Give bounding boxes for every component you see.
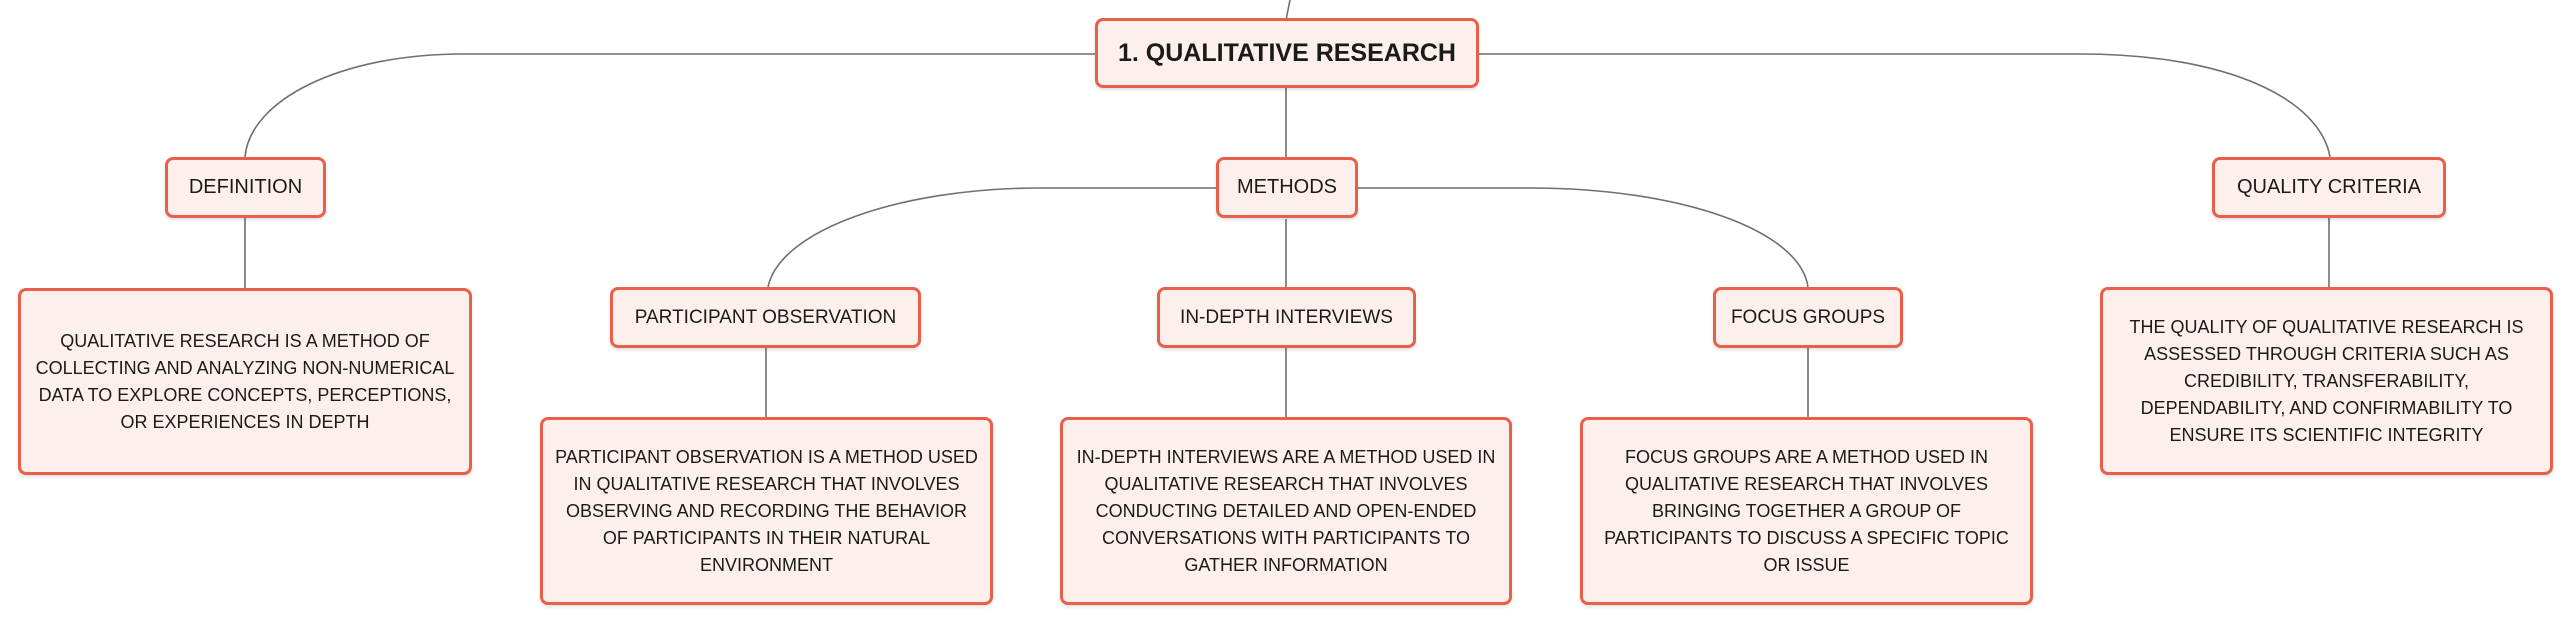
in-depth-interviews-text: IN-DEPTH INTERVIEWS ARE A METHOD USED IN… (1076, 446, 1496, 575)
definition-label: DEFINITION (188, 176, 303, 198)
connector-root-definition (244, 53, 1098, 158)
root-node[interactable]: 1. QUALITATIVE RESEARCH (1095, 18, 1479, 88)
in-depth-interviews-label: IN-DEPTH INTERVIEWS (1180, 306, 1393, 328)
focus-groups-text-node[interactable]: FOCUS GROUPS ARE A METHOD USED IN QUALIT… (1580, 417, 2033, 605)
focus-groups-node[interactable]: FOCUS GROUPS (1713, 287, 1903, 348)
connector-root-quality-criteria (1474, 53, 2331, 158)
quality-criteria-label: QUALITY CRITERIA (2236, 176, 2422, 198)
focus-groups-text: FOCUS GROUPS ARE A METHOD USED IN QUALIT… (1604, 446, 2009, 575)
connector-methods-focus-groups (1356, 187, 1809, 288)
connector-root-parent (1285, 0, 1291, 21)
in-depth-interviews-text-node[interactable]: IN-DEPTH INTERVIEWS ARE A METHOD USED IN… (1060, 417, 1512, 605)
participant-observation-label: PARTICIPANT OBSERVATION (634, 306, 897, 328)
definition-node[interactable]: DEFINITION (165, 157, 326, 218)
quality-criteria-node[interactable]: QUALITY CRITERIA (2212, 157, 2446, 218)
quality-criteria-text-node[interactable]: THE QUALITY OF QUALITATIVE RESEARCH IS A… (2100, 287, 2553, 475)
participant-observation-text: PARTICIPANT OBSERVATION IS A METHOD USED… (555, 446, 978, 575)
methods-node[interactable]: METHODS (1216, 157, 1358, 218)
participant-observation-node[interactable]: PARTICIPANT OBSERVATION (610, 287, 921, 348)
quality-criteria-text: THE QUALITY OF QUALITATIVE RESEARCH IS A… (2129, 316, 2524, 445)
definition-text-node[interactable]: QUALITATIVE RESEARCH IS A METHOD OF COLL… (18, 288, 472, 475)
methods-label: METHODS (1237, 176, 1337, 198)
participant-observation-text-node[interactable]: PARTICIPANT OBSERVATION IS A METHOD USED… (540, 417, 993, 605)
focus-groups-label: FOCUS GROUPS (1730, 306, 1886, 328)
in-depth-interviews-node[interactable]: IN-DEPTH INTERVIEWS (1157, 287, 1416, 348)
connector-methods-participant-observation (767, 187, 1216, 288)
definition-text: QUALITATIVE RESEARCH IS A METHOD OF COLL… (35, 330, 455, 432)
root-label: 1. QUALITATIVE RESEARCH (1118, 38, 1456, 67)
